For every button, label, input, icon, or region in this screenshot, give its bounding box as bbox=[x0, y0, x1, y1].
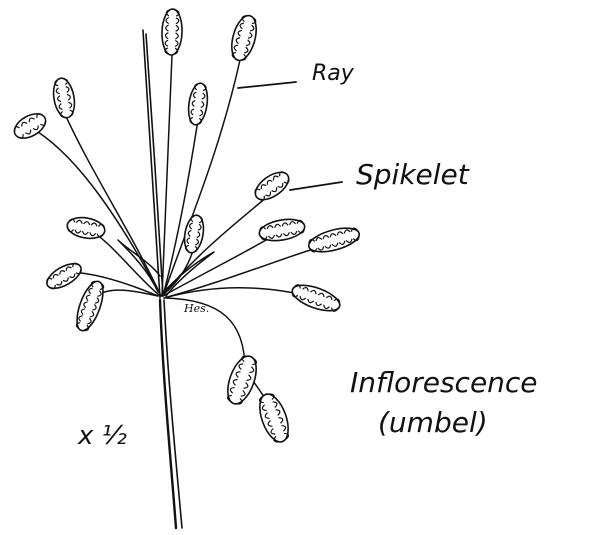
inflorescence-label: Inflorescence bbox=[350, 366, 538, 399]
umbel-label: (umbel) bbox=[378, 406, 488, 439]
spikelet-label: Spikelet bbox=[356, 158, 470, 191]
artist-signature: Hes. bbox=[183, 302, 209, 315]
scale-label: x ½ bbox=[77, 421, 127, 451]
ray-label: Ray bbox=[312, 61, 355, 86]
